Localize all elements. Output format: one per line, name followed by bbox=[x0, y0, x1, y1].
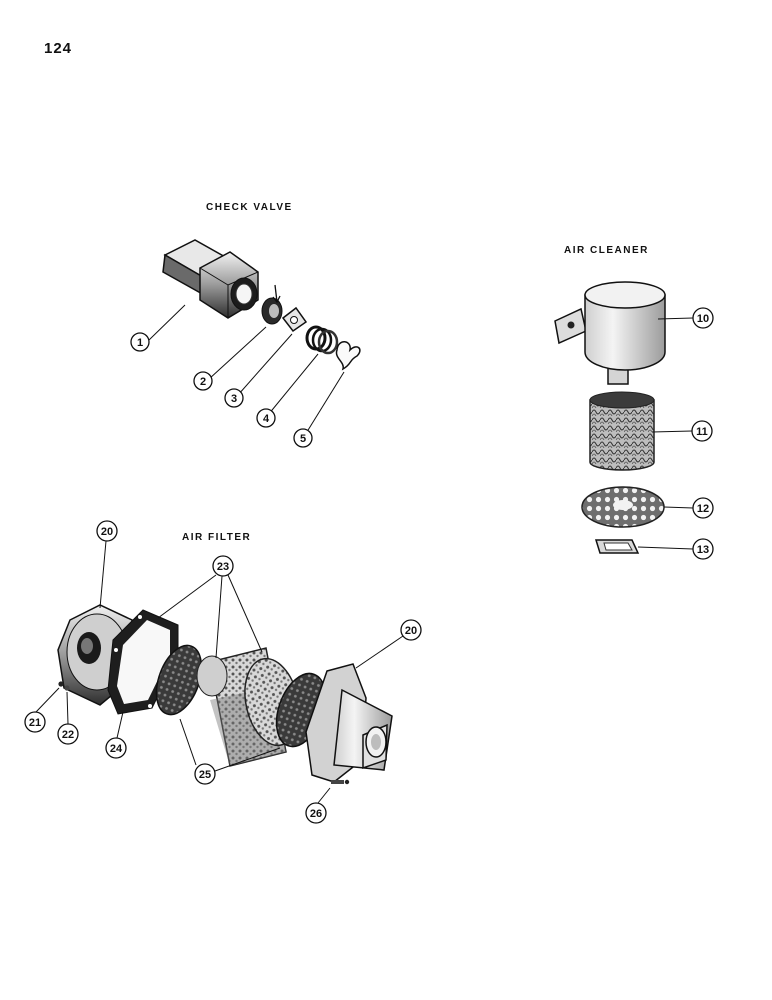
leader-11 bbox=[651, 430, 693, 433]
svg-text:13: 13 bbox=[697, 544, 709, 556]
leader-1 bbox=[148, 304, 186, 341]
leader-20a bbox=[99, 540, 107, 609]
svg-text:12: 12 bbox=[697, 503, 709, 515]
leader-2 bbox=[208, 326, 267, 380]
leader-23c bbox=[227, 574, 263, 653]
svg-text:1: 1 bbox=[137, 337, 143, 349]
callout-3: 3 bbox=[224, 388, 244, 408]
leader-10 bbox=[657, 317, 694, 320]
svg-text:20: 20 bbox=[101, 526, 113, 538]
air-filter-lockwasher bbox=[64, 685, 70, 691]
callout-21: 21 bbox=[24, 711, 46, 733]
svg-text:11: 11 bbox=[696, 426, 708, 438]
air-cleaner-element bbox=[589, 391, 655, 471]
svg-text:20: 20 bbox=[405, 625, 417, 637]
leader-26 bbox=[317, 787, 331, 804]
svg-text:5: 5 bbox=[300, 433, 306, 445]
leader-22 bbox=[66, 691, 69, 725]
svg-text:26: 26 bbox=[310, 808, 322, 820]
callout-20-right: 20 bbox=[400, 619, 422, 641]
leader-5 bbox=[304, 371, 345, 436]
check-valve-retainer-clip bbox=[335, 341, 361, 371]
callout-4: 4 bbox=[256, 408, 276, 428]
leader-20b bbox=[355, 635, 404, 669]
air-filter-bolt bbox=[331, 779, 350, 785]
svg-text:24: 24 bbox=[110, 743, 123, 755]
check-valve-washer bbox=[281, 306, 308, 333]
callout-13: 13 bbox=[692, 538, 714, 560]
svg-text:3: 3 bbox=[231, 393, 237, 405]
air-filter-screen-left bbox=[155, 644, 203, 716]
callout-25: 25 bbox=[194, 763, 216, 785]
svg-text:22: 22 bbox=[62, 729, 74, 741]
leader-24 bbox=[116, 711, 124, 739]
callout-12: 12 bbox=[692, 497, 714, 519]
svg-text:10: 10 bbox=[697, 313, 709, 325]
leader-23a bbox=[157, 574, 217, 619]
leader-23b bbox=[215, 575, 223, 659]
callout-10: 10 bbox=[692, 307, 714, 329]
svg-text:23: 23 bbox=[217, 561, 229, 573]
svg-text:2: 2 bbox=[200, 376, 206, 388]
callout-5: 5 bbox=[293, 428, 313, 448]
callout-22: 22 bbox=[57, 723, 79, 745]
page-number: 124 bbox=[44, 40, 73, 57]
air-cleaner-title: AIR CLEANER bbox=[564, 245, 649, 256]
leader-13 bbox=[637, 546, 694, 550]
leader-21 bbox=[35, 687, 60, 713]
air-cleaner-gasket bbox=[594, 539, 640, 554]
air-filter-outlet-cover bbox=[305, 663, 393, 783]
callout-23: 23 bbox=[212, 555, 234, 577]
air-filter-title: AIR FILTER bbox=[182, 532, 252, 543]
svg-text:4: 4 bbox=[263, 413, 270, 425]
check-valve-spring bbox=[305, 325, 339, 355]
callout-1: 1 bbox=[130, 332, 150, 352]
callout-26: 26 bbox=[305, 802, 327, 824]
leader-25b bbox=[214, 747, 281, 772]
air-filter-nut bbox=[58, 681, 64, 687]
air-cleaner-housing bbox=[554, 281, 666, 385]
check-valve-body bbox=[162, 239, 259, 319]
check-valve-disc bbox=[261, 284, 283, 325]
callout-24: 24 bbox=[105, 737, 127, 759]
check-valve-title: CHECK VALVE bbox=[206, 202, 293, 213]
svg-text:21: 21 bbox=[29, 717, 41, 729]
callout-2: 2 bbox=[193, 371, 213, 391]
svg-text:25: 25 bbox=[199, 769, 211, 781]
callout-20-left: 20 bbox=[96, 520, 118, 542]
air-cleaner-screen bbox=[581, 486, 665, 528]
leader-12 bbox=[663, 506, 694, 509]
leader-3 bbox=[237, 333, 293, 396]
callout-11: 11 bbox=[691, 420, 713, 442]
leader-4 bbox=[267, 353, 319, 416]
leader-25a bbox=[179, 718, 197, 766]
